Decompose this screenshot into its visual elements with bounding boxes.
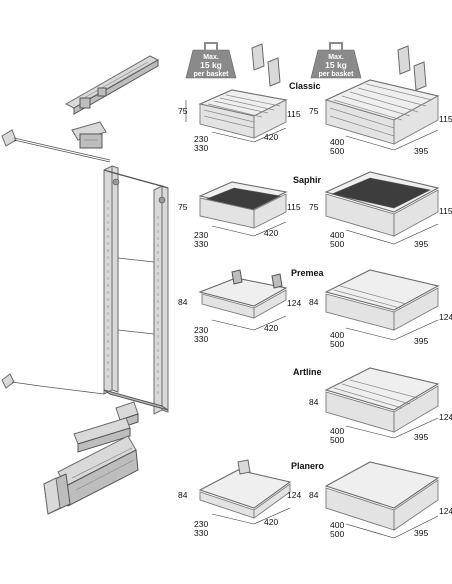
dimension-depth-min: 230	[194, 519, 208, 529]
series-label-premea: Premea	[291, 268, 325, 278]
series-label-artline: Artline	[293, 367, 322, 377]
dimension-width: 420	[264, 228, 278, 238]
dimension-depth-max: 330	[194, 528, 208, 538]
dimension-depth-min: 230	[194, 134, 208, 144]
weight-limit-label: Max.	[203, 54, 219, 61]
dimension-depth-max: 500	[330, 339, 344, 349]
dimension-height-front: 124	[439, 506, 452, 516]
weight-limit-unit: per basket	[193, 71, 229, 78]
weight-limit-label: Max.	[328, 54, 344, 61]
series-label-saphir: Saphir	[293, 175, 322, 185]
weight-limit-value: 15 kg	[200, 60, 222, 70]
basket-premea-large: 84 124 400 500 395	[309, 269, 452, 349]
dimension-height-front: 115	[287, 109, 301, 119]
dimension-depth-max: 330	[194, 239, 208, 249]
dimension-depth-min: 230	[194, 325, 208, 335]
dimension-height: 75	[309, 106, 319, 116]
dimension-height: 84	[309, 297, 319, 307]
dimension-depth-min: 400	[330, 230, 344, 240]
dimension-depth-max: 500	[330, 146, 344, 156]
series-label-planero: Planero	[291, 461, 325, 471]
gas-spring-housing	[43, 435, 139, 515]
dimension-width: 395	[414, 528, 428, 538]
dimension-height-front: 115	[287, 202, 301, 212]
dimension-height-front: 124	[287, 490, 301, 500]
basket-clips	[251, 43, 427, 91]
basket-premea-small: 84 124 230 330 420	[178, 269, 301, 344]
dimension-depth-min: 400	[330, 426, 344, 436]
dimension-width: 395	[414, 146, 428, 156]
basket-artline-large: 84 124 400 500 395	[309, 367, 452, 445]
basket-planero-small: 84 124 230 330 420	[178, 459, 301, 538]
dimension-height: 84	[309, 397, 319, 407]
dimension-depth-max: 500	[330, 435, 344, 445]
mounting-bracket	[71, 121, 107, 149]
basket-classic-large: 75 115 400 500 395	[309, 79, 452, 156]
basket-saphir-small: 75 115 230 330 420	[178, 181, 301, 249]
dimension-height: 84	[309, 490, 319, 500]
dimension-height: 75	[178, 202, 188, 212]
dimension-width: 395	[414, 432, 428, 442]
dimension-width: 420	[264, 132, 278, 142]
basket-classic-small: 75 115 230 330 420	[178, 89, 301, 153]
dimension-width: 420	[264, 517, 278, 527]
dimension-height-front: 115	[439, 114, 452, 124]
weight-limit-value: 15 kg	[325, 60, 347, 70]
top-rail	[64, 55, 160, 115]
dimension-height: 75	[309, 202, 319, 212]
dimension-height-front: 124	[439, 312, 452, 322]
dimension-depth-max: 500	[330, 529, 344, 539]
dimension-height: 84	[178, 297, 188, 307]
control-rod	[1, 129, 111, 163]
dimension-height: 75	[178, 106, 188, 116]
pull-down-frame	[103, 165, 169, 415]
dimension-height-front: 115	[439, 206, 452, 216]
dimension-width: 420	[264, 323, 278, 333]
dimension-depth-max: 330	[194, 334, 208, 344]
basket-planero-large: 84 124 400 500 395	[309, 461, 452, 539]
dimension-depth-min: 230	[194, 230, 208, 240]
lower-brackets	[73, 401, 139, 453]
dimension-width: 395	[414, 336, 428, 346]
dimension-depth-min: 400	[330, 520, 344, 530]
basket-saphir-large: 75 115 400 500 395	[309, 171, 452, 249]
dimension-height-front: 124	[439, 412, 452, 422]
weight-badge-left: Max. 15 kg per basket	[185, 42, 237, 79]
dimension-depth-min: 400	[330, 330, 344, 340]
series-label-classic: Classic	[289, 81, 321, 91]
lower-control-rod	[1, 373, 105, 395]
dimension-depth-max: 500	[330, 239, 344, 249]
dimension-depth-max: 330	[194, 143, 208, 153]
dimension-depth-min: 400	[330, 137, 344, 147]
dimension-height: 84	[178, 490, 188, 500]
pull-down-mechanism	[1, 55, 169, 515]
weight-badge-right: Max. 15 kg per basket	[310, 42, 362, 79]
weight-limit-unit: per basket	[318, 71, 354, 78]
dimension-height-front: 124	[287, 298, 301, 308]
dimension-width: 395	[414, 239, 428, 249]
